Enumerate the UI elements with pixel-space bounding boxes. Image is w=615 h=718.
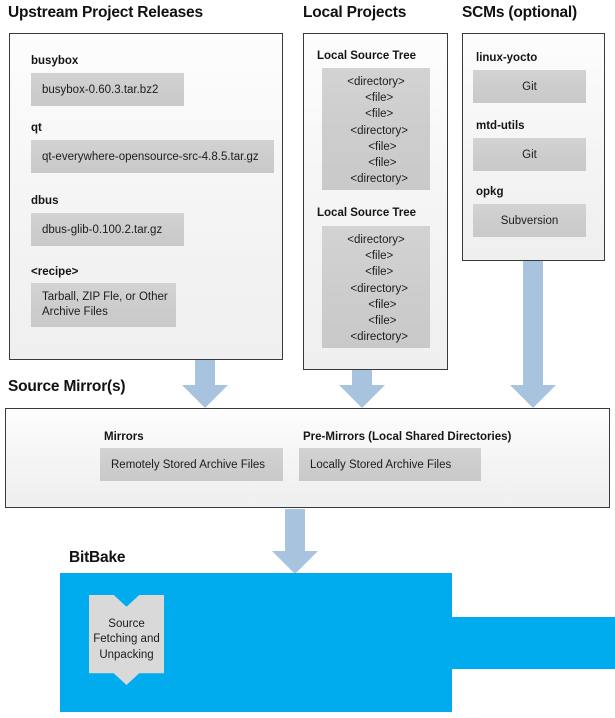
tree-row: <file> (358, 92, 394, 105)
tree-row: <directory> (344, 331, 408, 344)
source-mirrors-value-mirrors: Remotely Stored Archive Files (100, 448, 283, 481)
section-heading-upstream: Upstream Project Releases (8, 4, 203, 21)
local-source-tree-2: <directory> <file> <file> <directory> <f… (322, 226, 430, 348)
tree-row: <directory> (347, 76, 405, 88)
upstream-value-recipe-line1: Tarball, ZIP Fle, or (42, 291, 136, 303)
source-mirrors-group-label-pre-mirrors: Pre-Mirrors (Local Shared Directories) (303, 431, 512, 443)
scms-group-label-opkg: opkg (476, 186, 504, 198)
scms-group-label-mtd-utils: mtd-utils (476, 120, 525, 132)
upstream-group-label-recipe: <recipe> (31, 266, 79, 278)
tree-row: <file> (355, 315, 397, 328)
tree-row: <directory> (344, 124, 408, 137)
upstream-value-recipe: Tarball, ZIP Fle, or Other Archive Files (31, 283, 176, 327)
section-heading-scms: SCMs (optional) (462, 4, 577, 21)
source-mirrors-group-label-mirrors: Mirrors (104, 431, 144, 443)
section-heading-source-mirrors: Source Mirror(s) (8, 378, 126, 395)
tree-row: <file> (355, 298, 397, 311)
upstream-group-label-qt: qt (31, 122, 42, 134)
arrow-source-mirrors-to-bitbake (272, 509, 318, 574)
upstream-group-label-dbus: dbus (31, 195, 59, 207)
scms-group-label-linux-yocto: linux-yocto (476, 52, 538, 64)
tree-row: <directory> (344, 282, 408, 295)
tree-row: <file> (358, 266, 394, 279)
local-source-tree-1: <directory> <file> <file> <directory> <f… (322, 68, 430, 190)
source-mirrors-value-pre-mirrors: Locally Stored Archive Files (299, 448, 481, 481)
tree-row: <directory> (347, 234, 405, 246)
arrow-scms-to-source-mirrors (510, 261, 556, 408)
tree-row: <file> (355, 140, 397, 153)
upstream-value-recipe-line2: Other Archive Files (42, 291, 168, 318)
local-projects-group-label-1: Local Source Tree (317, 50, 417, 62)
tree-row: <file> (358, 108, 394, 121)
tree-row: <directory> (344, 173, 408, 186)
process-line-1: Source (108, 617, 145, 630)
process-line-3: Unpacking (99, 648, 154, 661)
tree-row: <file> (358, 250, 394, 263)
local-projects-group-label-2: Local Source Tree (317, 207, 417, 219)
section-heading-bitbake: BitBake (69, 549, 126, 566)
process-source-fetching-and-unpacking: Source Fetching and Unpacking (89, 595, 164, 685)
upstream-value-busybox: busybox-0.60.3.tar.bz2 (31, 73, 184, 106)
process-line-2: Fetching and (93, 633, 160, 646)
upstream-value-qt: qt-everywhere-opensource-src-4.8.5.tar.g… (31, 140, 274, 173)
upstream-group-label-busybox: busybox (31, 55, 79, 67)
arrow-local-projects-to-source-mirrors (339, 370, 385, 408)
tree-row: <file> (355, 157, 397, 170)
bitbake-arrow-tail-block (450, 617, 615, 669)
upstream-value-dbus: dbus-glib-0.100.2.tar.gz (31, 213, 184, 246)
scms-value-opkg: Subversion (473, 204, 586, 237)
section-heading-local-projects: Local Projects (303, 4, 407, 21)
arrow-upstream-to-source-mirrors (182, 360, 228, 408)
scms-value-mtd-utils: Git (473, 138, 586, 171)
scms-value-linux-yocto: Git (473, 70, 586, 103)
